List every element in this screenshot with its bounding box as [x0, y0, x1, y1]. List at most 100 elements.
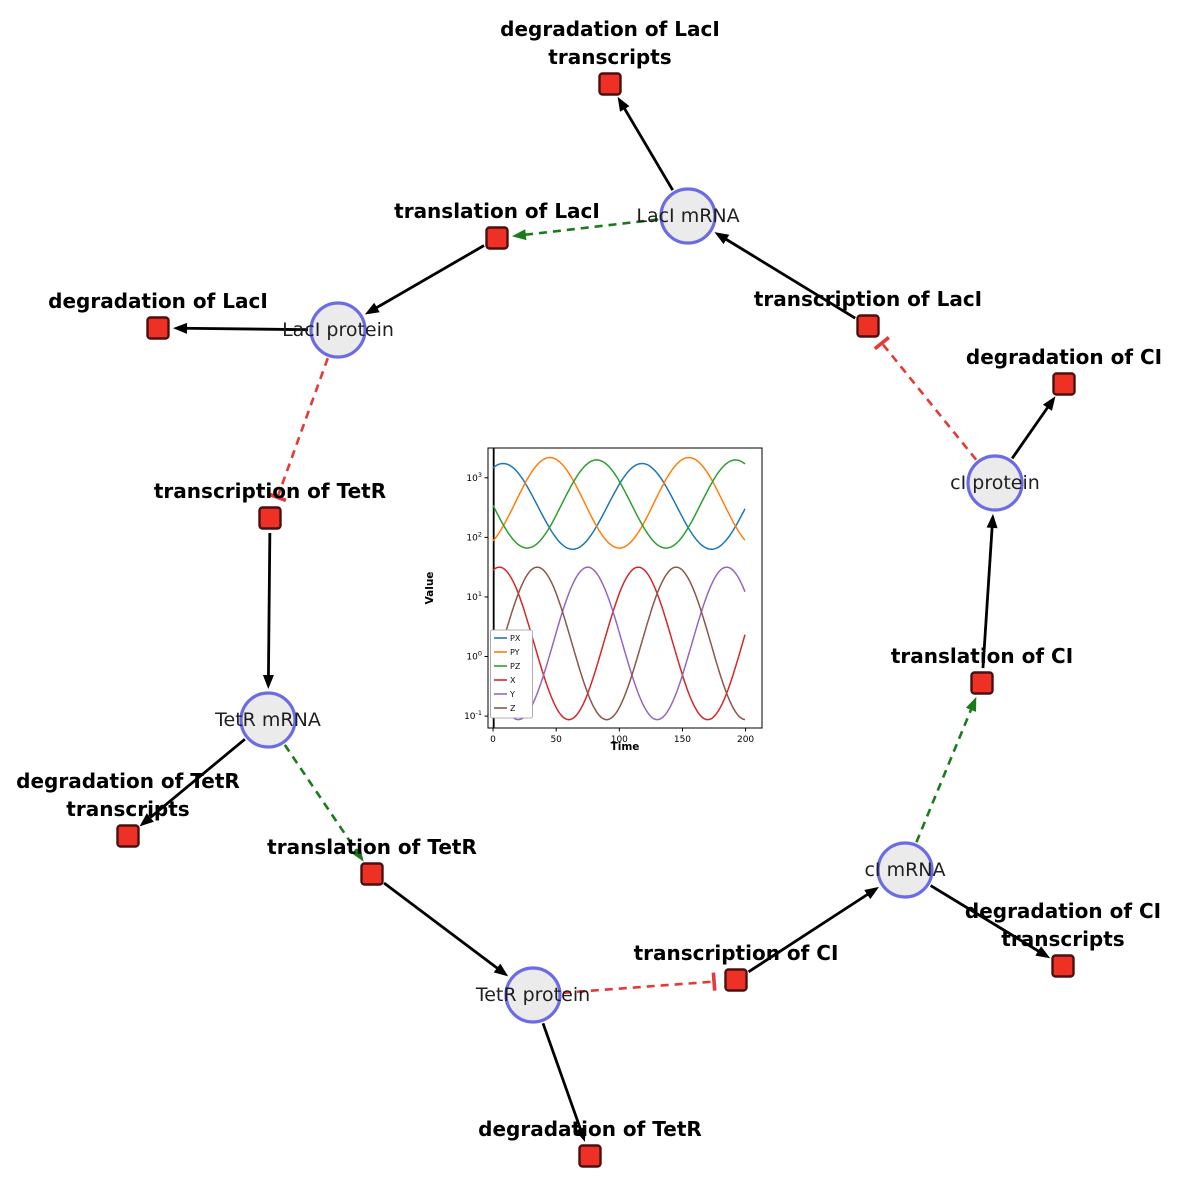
reaction-node-translation-laci[interactable]: [485, 226, 509, 250]
reaction-node-deg-tetr-tx[interactable]: [116, 824, 140, 848]
species-label-ci-protein: cI protein: [950, 472, 1040, 494]
reaction-label-deg-ci-tx: transcripts: [1001, 927, 1124, 951]
reaction-node-deg-laci-tx[interactable]: [598, 72, 622, 96]
reaction-label-deg-laci-tx: degradation of LacI: [500, 17, 720, 41]
reaction-label-deg-laci: degradation of LacI: [48, 289, 268, 313]
arrowhead-transcription-ci-ci-mrna: [864, 886, 880, 900]
reaction-label-deg-ci: degradation of CI: [966, 345, 1162, 369]
edge-tetr-mrna-translation-tetr: [283, 744, 360, 855]
edge-ci-protein-deg-ci: [1011, 403, 1051, 460]
reaction-label-transcription-tetr: transcription of TetR: [154, 479, 386, 503]
reaction-node-transcription-tetr[interactable]: [258, 506, 282, 530]
arrowhead-tetr-mrna-translation-tetr: [351, 846, 364, 862]
edge-tetr-protein-deg-tetr: [541, 1022, 583, 1133]
reaction-node-transcription-laci[interactable]: [856, 314, 880, 338]
y-tick-label: 103: [466, 471, 482, 484]
x-tick-label: 200: [737, 735, 754, 745]
edge-ci-mrna-deg-ci-tx: [929, 884, 1043, 955]
reaction-label-translation-ci: translation of CI: [891, 644, 1073, 668]
reaction-label-transcription-ci: transcription of CI: [634, 941, 839, 965]
y-tick-label: 100: [466, 650, 482, 663]
arrowhead-transcription-laci-laci-mrna: [714, 232, 730, 245]
edge-laci-mrna-translation-laci: [521, 218, 659, 237]
species-node-laci-protein[interactable]: [309, 301, 367, 359]
x-tick-label: 100: [611, 735, 628, 745]
edge-translation-laci-laci-protein: [372, 244, 485, 311]
reaction-label-transcription-laci: transcription of LacI: [754, 287, 982, 311]
series-line-X: [492, 566, 746, 721]
series-line-PZ: [492, 459, 746, 549]
inhibition-tee-ci-protein-transcription-laci: [873, 336, 890, 351]
reaction-node-translation-tetr[interactable]: [360, 862, 384, 886]
arrowhead-translation-tetr-tetr-protein: [493, 963, 509, 977]
species-label-ci-mrna: cI mRNA: [864, 859, 945, 881]
reaction-label-deg-tetr-tx: transcripts: [66, 797, 189, 821]
edge-tetr-protein-transcription-ci: [562, 980, 715, 995]
reaction-label-deg-laci-tx: transcripts: [548, 45, 671, 69]
legend-label-PZ: PZ: [510, 662, 521, 671]
reaction-node-deg-ci-tx[interactable]: [1051, 954, 1075, 978]
arrowhead-translation-laci-laci-protein: [364, 302, 380, 315]
legend-label-Y: Y: [509, 690, 515, 699]
species-label-tetr-protein: TetR protein: [475, 984, 590, 1006]
chart-legend: PX PY PZ XYZ: [490, 629, 533, 719]
reaction-label-deg-ci-tx: degradation of CI: [965, 899, 1161, 923]
chart-frame: [487, 447, 763, 729]
edge-laci-protein-transcription-tetr: [276, 357, 330, 498]
arrowhead-ci-mrna-translation-ci: [965, 696, 977, 712]
species-label-laci-mrna: LacI mRNA: [636, 205, 739, 227]
reaction-label-translation-tetr: translation of TetR: [267, 835, 477, 859]
species-label-laci-protein: LacI protein: [282, 319, 394, 341]
arrowhead-ci-protein-deg-ci: [1042, 396, 1056, 411]
edge-laci-protein-deg-laci: [182, 326, 309, 332]
reaction-label-deg-tetr: degradation of TetR: [478, 1117, 702, 1141]
y-tick-label: 102: [466, 530, 482, 543]
edge-transcription-laci-laci-mrna: [722, 236, 856, 320]
legend-label-Z: Z: [510, 704, 516, 713]
species-node-ci-mrna[interactable]: [876, 841, 934, 899]
species-node-tetr-mrna[interactable]: [239, 691, 297, 749]
species-label-tetr-mrna: TetR mRNA: [214, 709, 321, 731]
edge-ci-protein-transcription-laci: [880, 342, 978, 461]
species-node-ci-protein[interactable]: [966, 454, 1024, 512]
x-axis-label: Time: [611, 741, 640, 753]
series-line-Y: [492, 566, 746, 721]
reaction-label-deg-tetr-tx: degradation of TetR: [16, 769, 240, 793]
reaction-label-translation-laci: translation of LacI: [394, 199, 600, 223]
legend-label-PX: PX: [510, 634, 521, 643]
edge-ci-mrna-translation-ci: [915, 705, 974, 843]
y-tick-label: 101: [466, 590, 482, 603]
edge-laci-mrna-deg-laci-tx: [621, 104, 674, 191]
x-tick-label: 50: [550, 735, 562, 745]
species-node-laci-mrna[interactable]: [659, 187, 717, 245]
species-node-tetr-protein[interactable]: [504, 966, 562, 1024]
legend-label-X: X: [510, 676, 516, 685]
reaction-node-translation-ci[interactable]: [970, 671, 994, 695]
y-tick-label: 10-1: [464, 709, 482, 722]
reaction-node-deg-laci[interactable]: [146, 316, 170, 340]
arrowhead-laci-mrna-deg-laci-tx: [617, 96, 630, 112]
series-line-Z: [492, 566, 746, 721]
edge-tetr-mrna-deg-tetr-tx: [146, 738, 246, 822]
edge-translation-tetr-tetr-protein: [383, 881, 502, 972]
legend-label-PY: PY: [510, 648, 520, 657]
y-axis-label: Value: [424, 572, 436, 605]
x-tick-label: 150: [674, 735, 691, 745]
series-line-PX: [492, 462, 746, 551]
arrowhead-ci-mrna-deg-ci-tx: [1035, 946, 1051, 959]
inhibition-tee-tetr-protein-transcription-ci: [711, 972, 717, 991]
inhibition-tee-laci-protein-transcription-tetr: [268, 492, 287, 503]
edge-transcription-tetr-tetr-mrna: [267, 532, 272, 680]
arrowhead-tetr-protein-deg-tetr: [575, 1126, 586, 1142]
edges-layer: [139, 96, 1056, 1142]
reaction-node-transcription-ci[interactable]: [724, 968, 748, 992]
arrowhead-transcription-tetr-tetr-mrna: [262, 674, 274, 690]
edge-translation-ci-ci-protein: [981, 523, 994, 669]
arrowhead-translation-ci-ci-protein: [986, 513, 998, 529]
reaction-node-deg-ci[interactable]: [1052, 372, 1076, 396]
reaction-node-deg-tetr[interactable]: [578, 1144, 602, 1168]
